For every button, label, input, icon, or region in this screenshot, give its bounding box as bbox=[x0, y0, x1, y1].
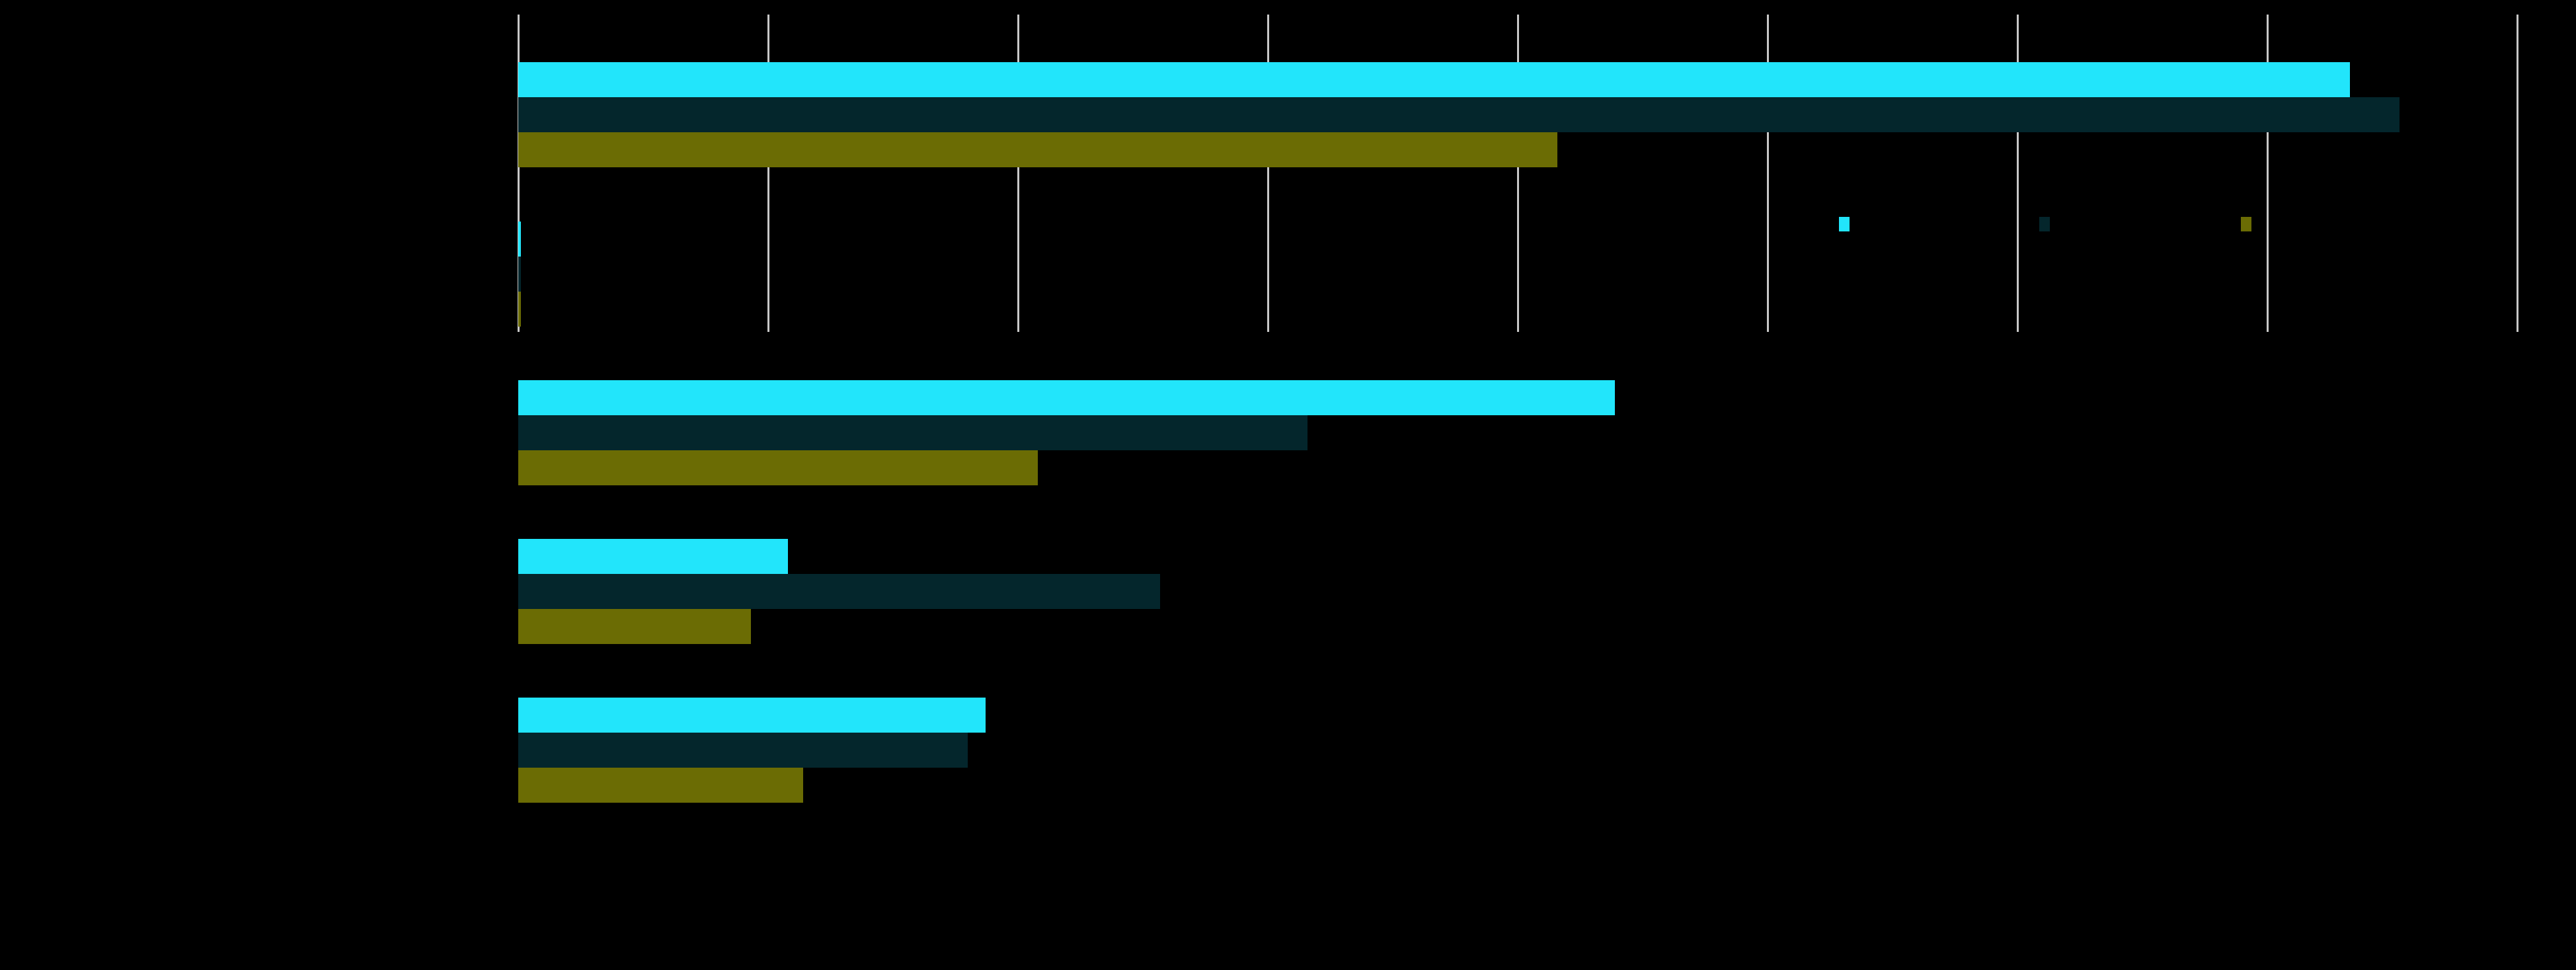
bar-series-3-group-1[interactable] bbox=[518, 292, 521, 327]
gridline-x-2 bbox=[1017, 15, 1019, 332]
gridline-x-7 bbox=[2267, 15, 2269, 332]
bar-series-1-group-2[interactable] bbox=[518, 380, 1616, 415]
bar-series-1-group-3[interactable] bbox=[518, 539, 789, 574]
bar-series-2-group-2[interactable] bbox=[518, 415, 1308, 450]
gridline-x-3 bbox=[1267, 15, 1269, 332]
bar-series-2-group-4[interactable] bbox=[518, 733, 968, 768]
legend-swatch-2[interactable] bbox=[2241, 217, 2251, 231]
gridline-x-4 bbox=[1517, 15, 1519, 332]
legend-swatch-0[interactable] bbox=[1839, 217, 1850, 231]
bar-series-1-group-4[interactable] bbox=[518, 698, 986, 733]
bar-series-3-group-0[interactable] bbox=[518, 132, 1558, 167]
gridline-x-6 bbox=[2017, 15, 2019, 332]
bar-series-3-group-4[interactable] bbox=[518, 768, 803, 803]
legend-swatch-1[interactable] bbox=[2039, 217, 2050, 231]
bar-series-2-group-3[interactable] bbox=[518, 574, 1161, 609]
bar-series-1-group-1[interactable] bbox=[518, 222, 521, 257]
bar-series-1-group-0[interactable] bbox=[518, 62, 2350, 97]
gridline-x-5 bbox=[1767, 15, 1769, 332]
gridline-x-0 bbox=[518, 15, 520, 332]
bar-series-2-group-0[interactable] bbox=[518, 97, 2400, 132]
bar-series-2-group-1[interactable] bbox=[518, 257, 521, 292]
gridline-x-1 bbox=[767, 15, 769, 332]
bar-series-3-group-2[interactable] bbox=[518, 450, 1038, 485]
bar-series-3-group-3[interactable] bbox=[518, 609, 751, 644]
gridline-x-8 bbox=[2517, 15, 2518, 332]
